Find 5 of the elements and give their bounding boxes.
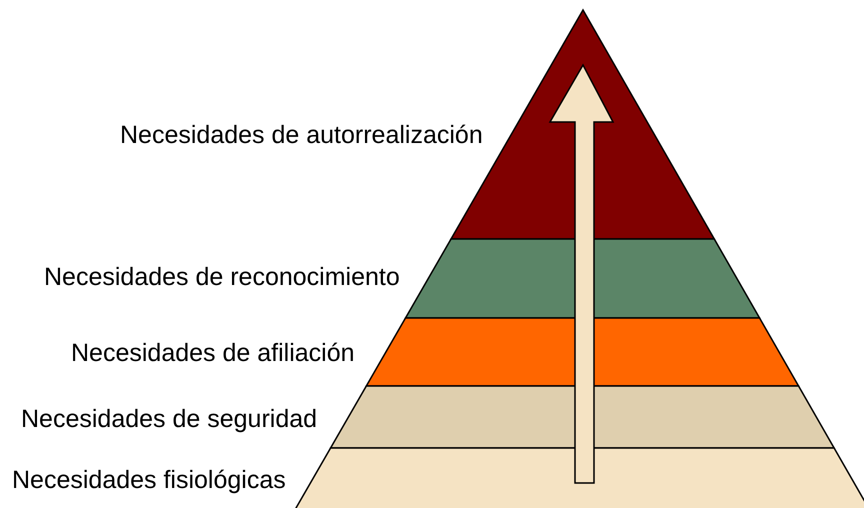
level-label: Necesidades de reconocimiento xyxy=(44,262,400,292)
level-label: Necesidades de seguridad xyxy=(21,404,318,434)
level-label: Necesidades de autorrealización xyxy=(120,120,483,150)
level-label: Necesidades fisiológicas xyxy=(12,465,286,495)
level-label: Necesidades de afiliación xyxy=(71,338,355,368)
